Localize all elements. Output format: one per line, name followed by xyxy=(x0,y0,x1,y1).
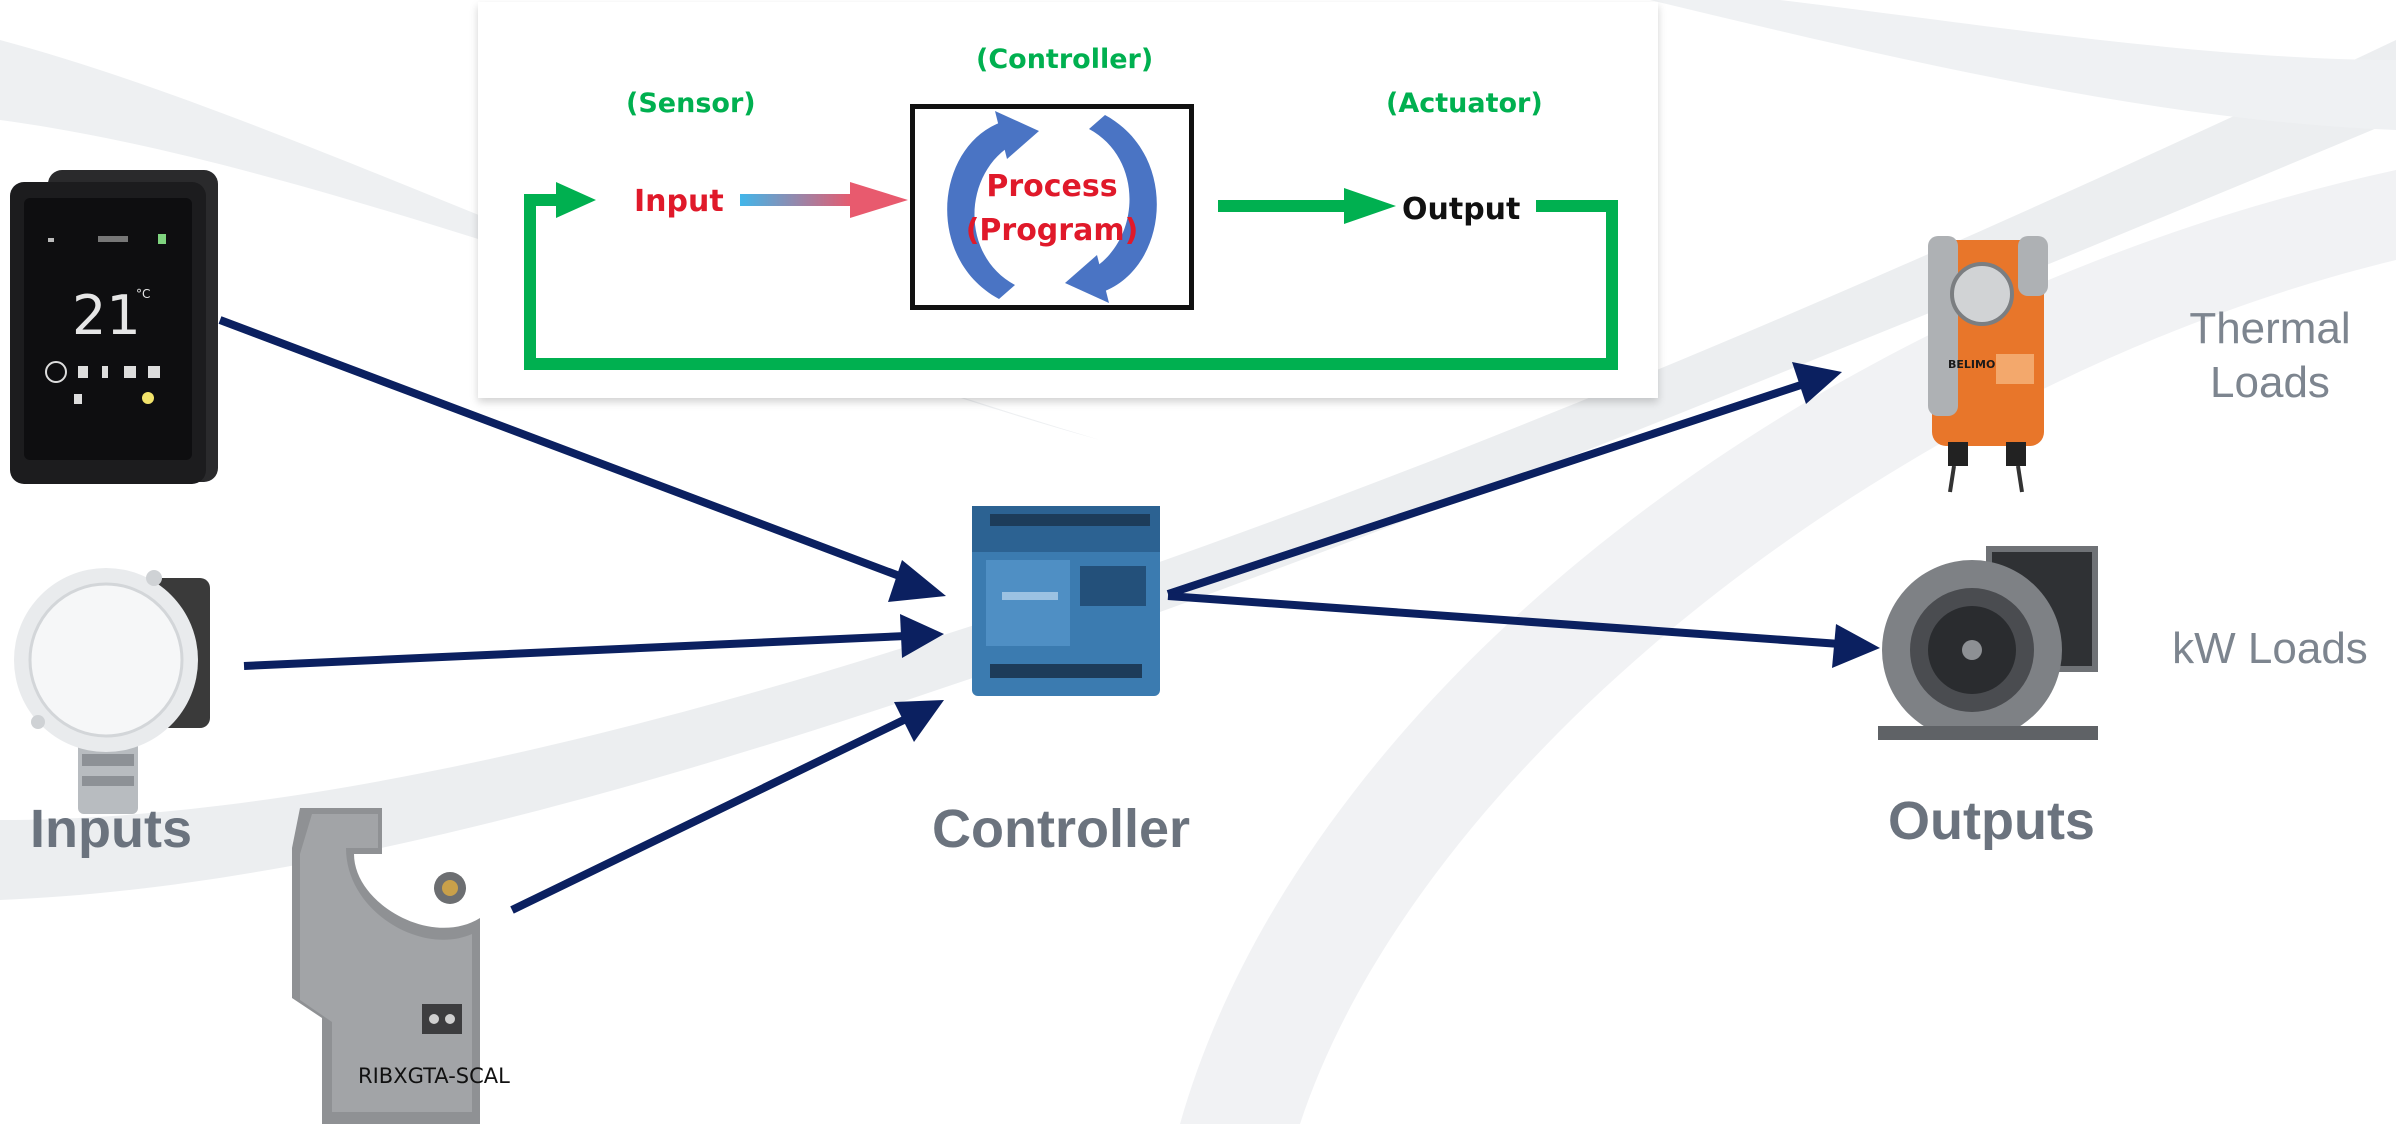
controller-label: Controller xyxy=(932,799,1191,859)
process-box: Process (Program) xyxy=(910,104,1194,310)
actuator-tag: (Actuator) xyxy=(1386,88,1543,119)
kw-loads-label: kW Loads xyxy=(2172,624,2368,673)
damper-actuator-image: BELIMO xyxy=(1928,236,2048,493)
sensor-tag: (Sensor) xyxy=(626,88,756,119)
outputs-label: Outputs xyxy=(1888,791,2095,851)
current-sensor-image xyxy=(292,808,480,1124)
controller-tag: (Controller) xyxy=(976,44,1154,75)
program-label: (Program) xyxy=(965,213,1139,248)
actuator-brand: BELIMO xyxy=(1948,358,1995,371)
controller-image xyxy=(972,506,1160,696)
feedback-loop-lines xyxy=(524,182,1618,370)
input-label: Input xyxy=(634,184,724,219)
thermostat-unit: °C xyxy=(136,287,150,301)
process-label: Process xyxy=(986,169,1118,204)
duct-sensor-image xyxy=(14,568,210,814)
thermostat-image: 21 °C xyxy=(10,170,218,484)
current-sensor-label: RIBXGTA-SCAL xyxy=(358,1064,510,1088)
thermal-loads-label: Thermal Loads xyxy=(2150,302,2390,410)
inputs-label: Inputs xyxy=(30,799,192,859)
thermal-loads-line2: Loads xyxy=(2210,358,2330,407)
output-label: Output xyxy=(1402,192,1521,227)
blower-fan-image xyxy=(1878,546,2098,740)
control-loop-diagram: (Controller) (Sensor) (Actuator) Input O… xyxy=(478,2,1658,398)
thermal-loads-line1: Thermal xyxy=(2189,304,2351,353)
process-cycle-arrows xyxy=(947,111,1157,303)
thermostat-temperature: 21 xyxy=(72,284,141,347)
